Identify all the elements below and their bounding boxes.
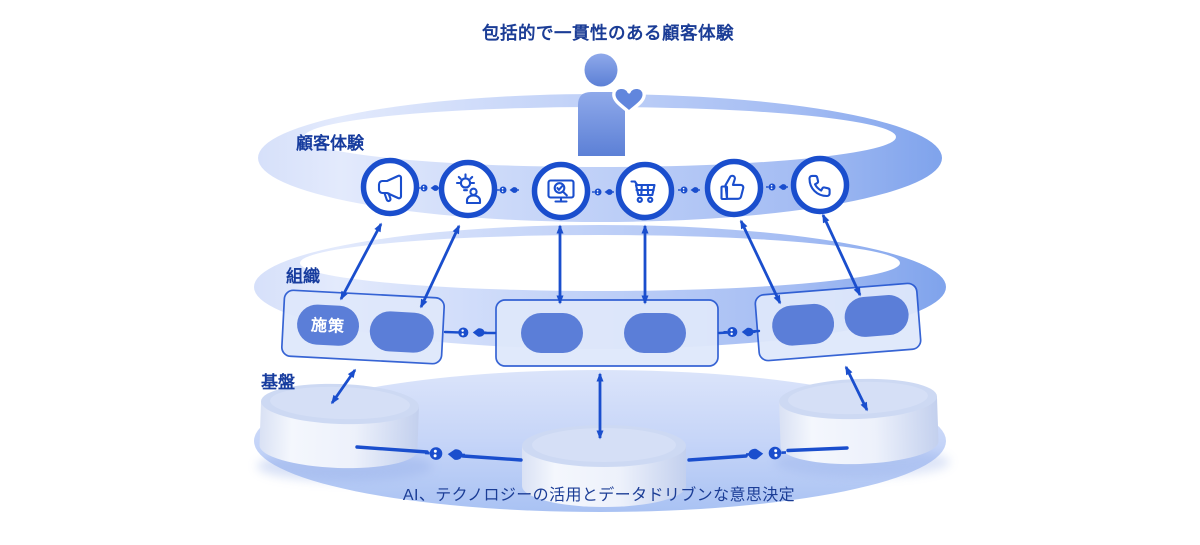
measure-pill: [297, 304, 360, 346]
measure-pill: [772, 303, 835, 346]
customer-with-heart-icon: [578, 53, 646, 156]
organization-box-right: [754, 282, 922, 362]
phone-icon: [808, 174, 831, 198]
measure-pill: [844, 295, 909, 337]
foundation-cylinder-middle: [522, 425, 686, 507]
footer-caption: AI、テクノロジーの活用とデータドリブンな意思決定: [403, 485, 795, 504]
heart-icon: [612, 85, 646, 114]
pill-label: 施策: [311, 315, 346, 336]
measure-pill: [521, 313, 583, 353]
experience-icon-megaphone: [360, 157, 420, 217]
layer-label-organization: 組織: [286, 266, 320, 286]
diagram-title: 包括的で一貫性のある顧客体験: [482, 23, 734, 43]
organization-box-middle: [495, 299, 719, 367]
experience-icon-thumbs-up: [704, 158, 764, 218]
experience-icon-monitor-search: [531, 161, 591, 221]
organization-box-left: 施策: [280, 289, 446, 365]
thumbs-up-icon: [720, 174, 745, 201]
experience-icon-idea-person: [438, 159, 498, 219]
shopping-cart-icon: [630, 180, 656, 203]
experience-icons-row: [360, 155, 850, 221]
layer-label-foundation: 基盤: [260, 372, 296, 392]
organization-foundation-arrows: [330, 365, 869, 440]
measure-pill: [624, 313, 686, 353]
org-wire: [749, 329, 761, 333]
megaphone-icon: [377, 174, 403, 203]
foundation-cylinder-right: [779, 378, 939, 465]
monitor-search-icon: [547, 179, 575, 203]
layer-label-experience: 顧客体験: [296, 133, 365, 153]
experience-organization-arrows: [339, 213, 862, 309]
foundation-wires: [355, 444, 849, 463]
idea-person-icon: [455, 173, 482, 205]
measure-pill: [369, 311, 434, 353]
experience-icon-cart: [615, 161, 675, 221]
experience-icon-phone: [790, 155, 850, 215]
